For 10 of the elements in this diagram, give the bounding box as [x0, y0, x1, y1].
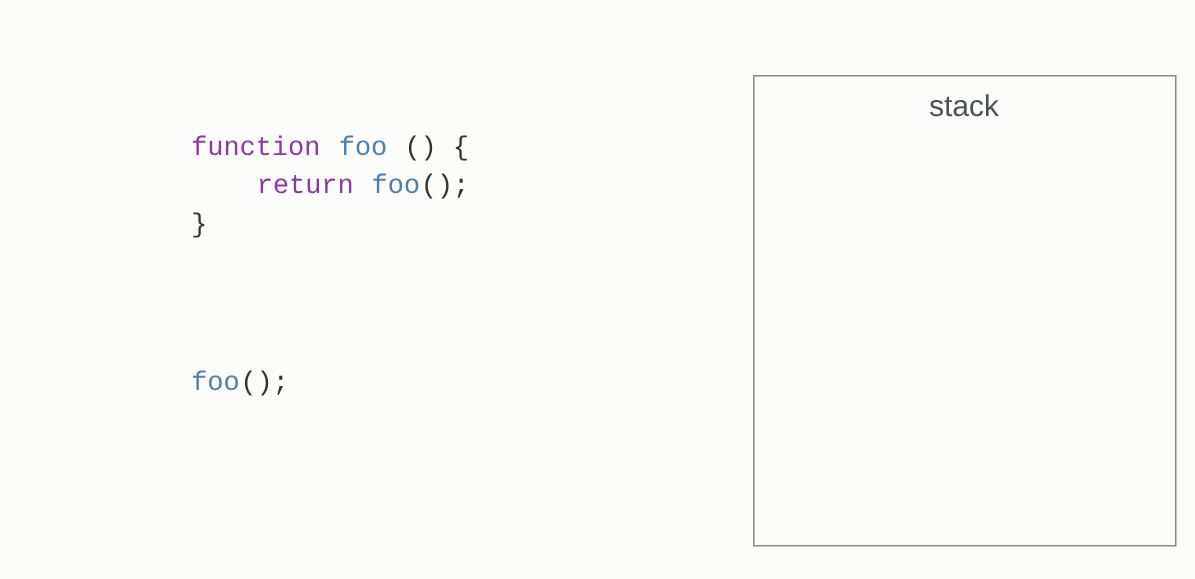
code-keyword: function	[193, 135, 318, 156]
code-punctuation: () {	[408, 135, 467, 161]
function-name: foo	[373, 173, 419, 194]
code-punctuation: }	[193, 212, 205, 238]
code-punctuation: ();	[425, 173, 464, 199]
code-punctuation: ();	[244, 370, 283, 396]
function-name: foo	[193, 370, 238, 391]
stack-box: stack	[753, 75, 1177, 547]
function-name: foo	[340, 135, 386, 156]
code-keyword: return	[260, 175, 352, 194]
